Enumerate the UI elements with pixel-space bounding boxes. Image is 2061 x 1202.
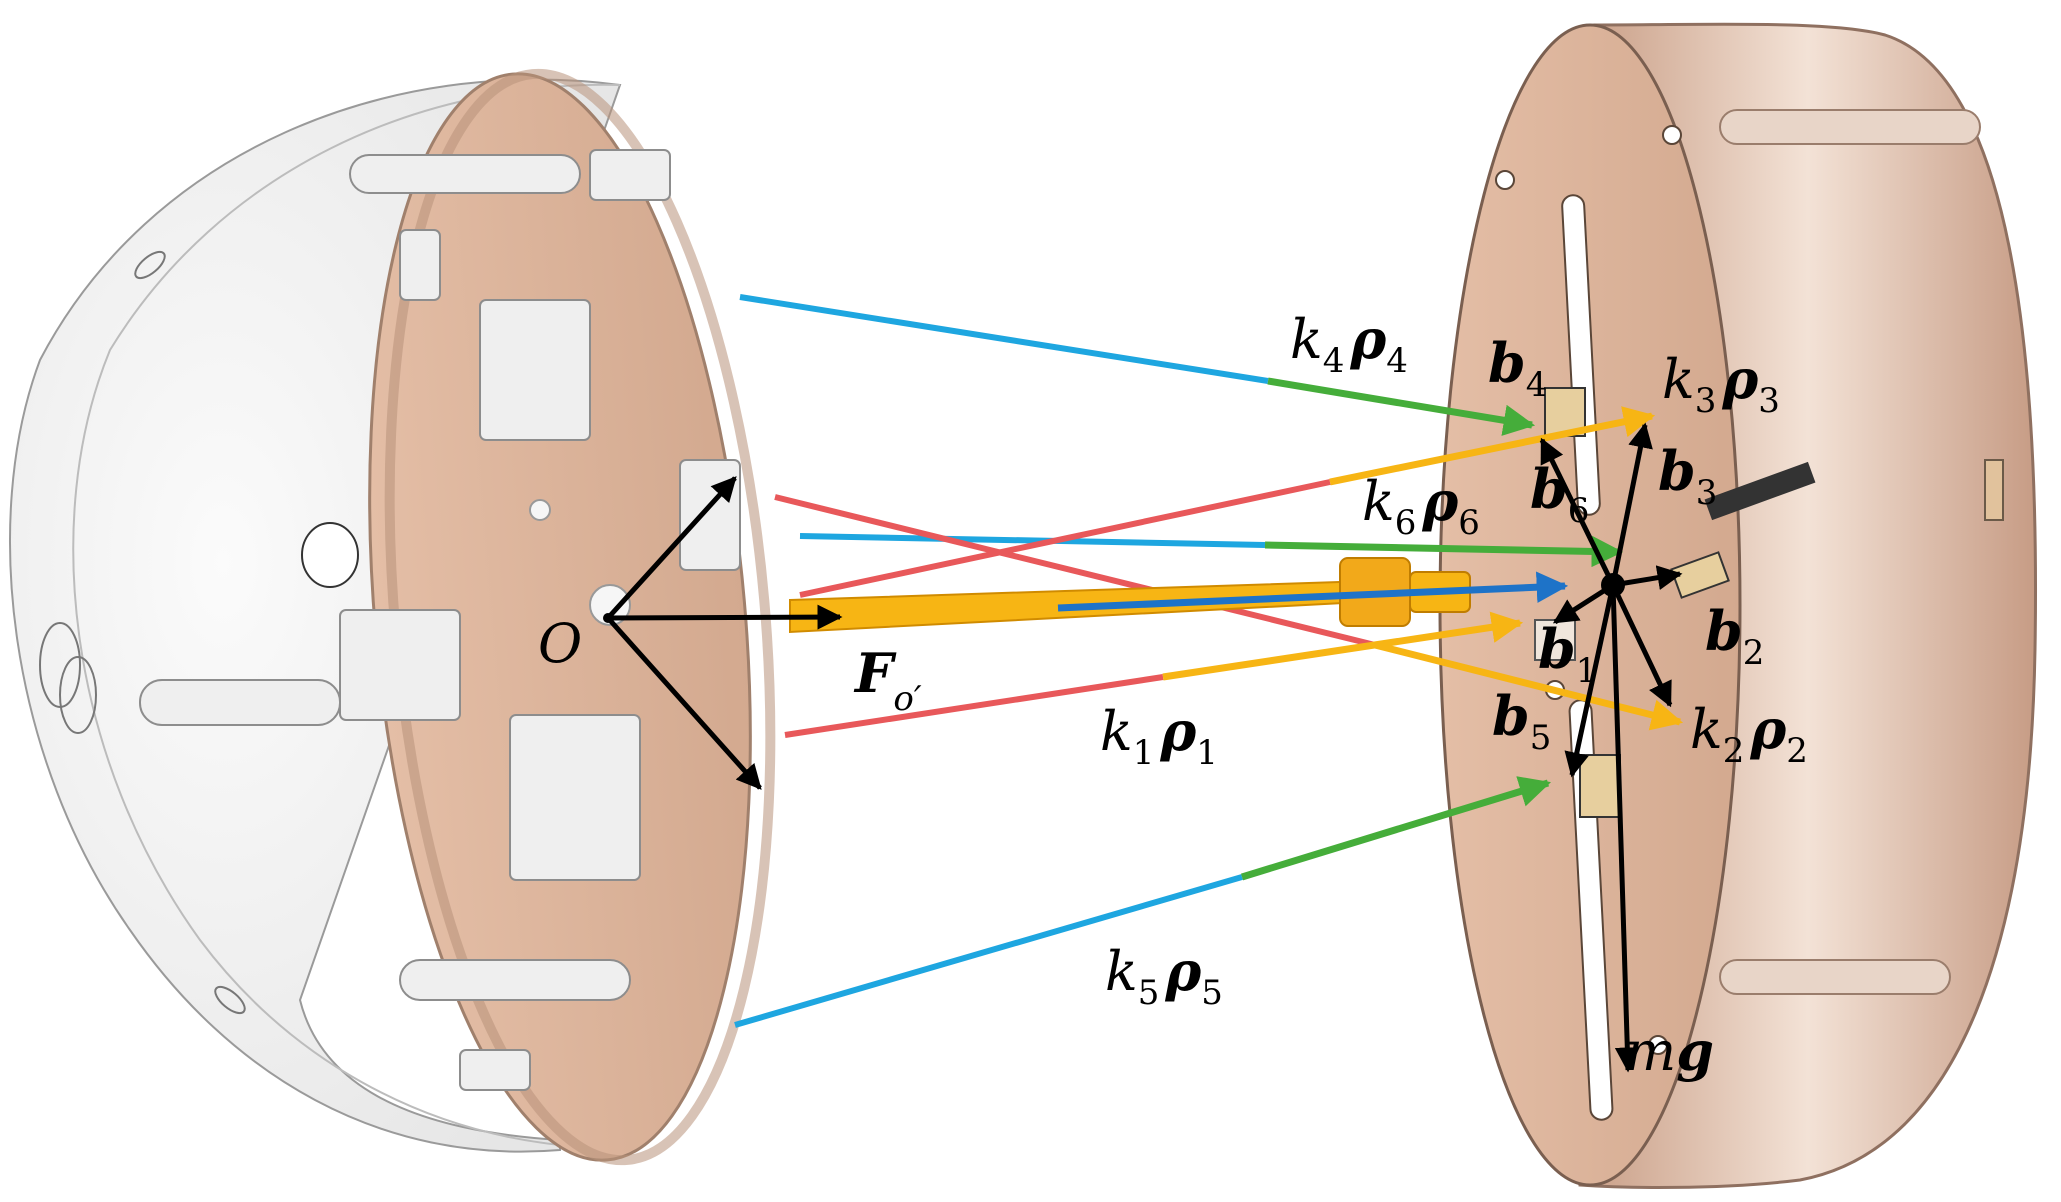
vector-b5 <box>1564 584 1616 778</box>
cable-6 <box>799 533 1266 548</box>
cable-2 <box>774 494 1376 648</box>
label-b1: b1 <box>1538 617 1597 691</box>
right-disk <box>1438 22 2038 1189</box>
label-b4: b4 <box>1488 331 1547 405</box>
force-arrow-k5 <box>1240 776 1552 881</box>
origin-axis-up <box>606 476 737 620</box>
shell-hole <box>301 522 359 588</box>
label-origin: O <box>538 612 582 675</box>
origin-axis-right <box>607 604 843 630</box>
label-mg: mg <box>1625 1019 1714 1083</box>
vector-b4 <box>1539 437 1616 587</box>
cable-4 <box>739 294 1269 384</box>
vector-mg <box>1610 584 1640 1073</box>
internal-components <box>139 149 741 1091</box>
shell-hole <box>59 656 97 734</box>
force-arrow-k6 <box>1264 535 1624 568</box>
force-arrow-k2 <box>1374 641 1684 731</box>
force-arrow-k1 <box>1162 611 1524 681</box>
origin-axis-down <box>606 616 762 790</box>
force-arrow-k4 <box>1267 377 1536 436</box>
force-arrow-fo <box>1057 571 1569 612</box>
label-b2: b2 <box>1705 599 1764 673</box>
disk-slot <box>1561 194 1601 516</box>
force-arrows <box>1057 377 1684 881</box>
label-force: Fo′ <box>853 641 922 719</box>
left-hemisphere <box>9 68 776 1166</box>
label-b6: b6 <box>1530 457 1589 531</box>
disk-center-point <box>1601 573 1625 597</box>
cables <box>734 294 1376 1028</box>
cable-1 <box>784 674 1164 738</box>
cable-3 <box>799 479 1331 598</box>
cable-5 <box>734 874 1243 1028</box>
origin-point <box>603 613 613 623</box>
vector-b2 <box>1610 583 1673 708</box>
vector-b3 <box>1610 422 1653 586</box>
label-b5: b5 <box>1492 684 1551 758</box>
label-b3: b3 <box>1658 439 1717 513</box>
force-arrow-k3 <box>1329 406 1656 486</box>
